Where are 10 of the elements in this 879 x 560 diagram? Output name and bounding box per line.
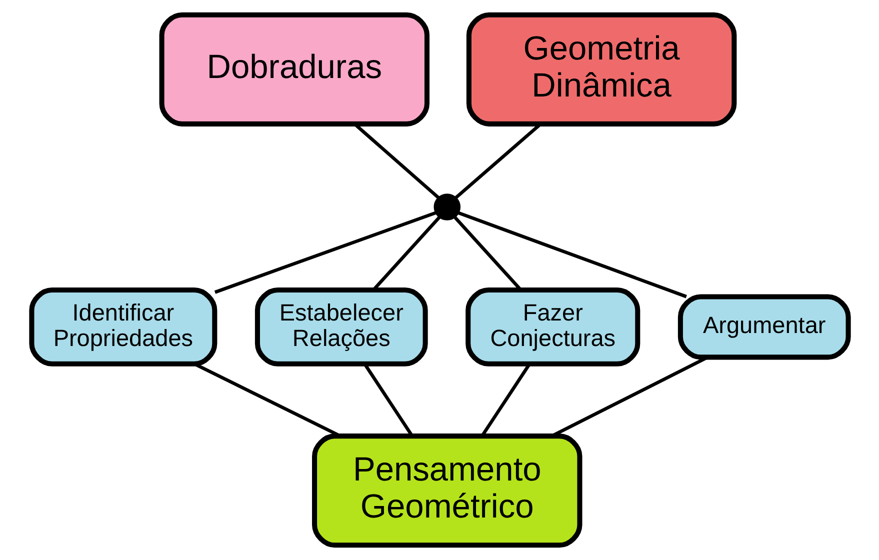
- node-circle: [433, 194, 460, 220]
- node-box: Pensamento Geométrico: [312, 434, 582, 548]
- node-box: Argumentar: [677, 294, 850, 360]
- node-box: Identificar Propriedades: [28, 288, 217, 366]
- node-box: Estabelecer Relações: [254, 288, 428, 366]
- connector: [214, 210, 438, 294]
- connector: [456, 210, 686, 298]
- node-box: Dobraduras: [158, 12, 429, 126]
- node-box: Geometria Dinâmica: [466, 12, 736, 126]
- node-box: Fazer Conjecturas: [465, 288, 640, 366]
